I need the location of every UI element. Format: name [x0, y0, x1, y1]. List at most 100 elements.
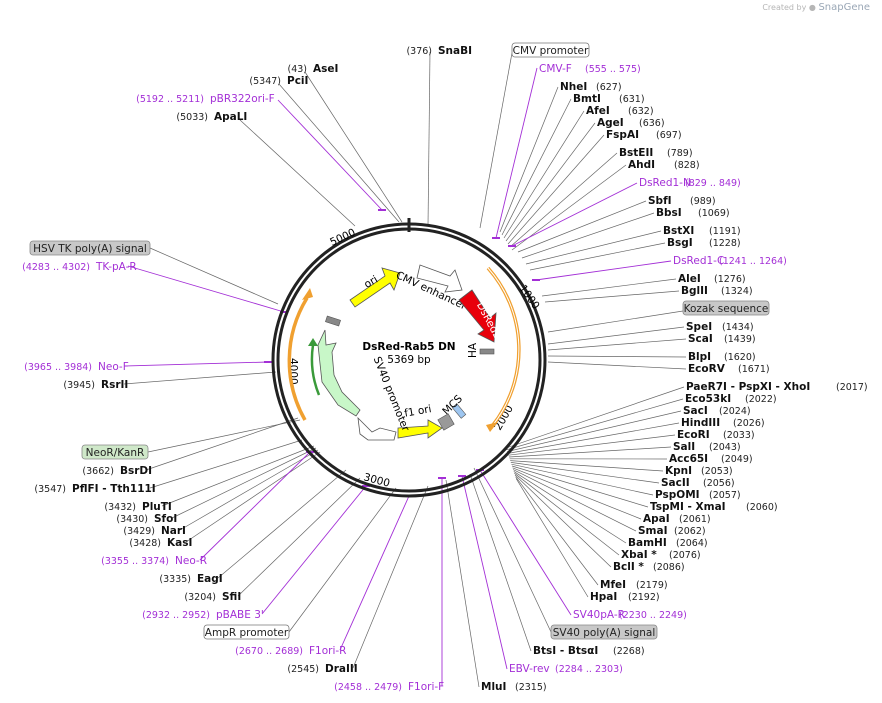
feature-box-leader	[149, 247, 279, 305]
primer-name: pBABE 3'	[216, 609, 264, 621]
enzyme-name: FspAI	[606, 129, 639, 141]
feature-box-leader	[147, 419, 301, 453]
enzyme-name: BmtI	[573, 93, 601, 105]
enzyme-position: (1620)	[724, 352, 756, 363]
dsred-orf-arrowhead	[486, 422, 498, 432]
enzyme-leader	[512, 467, 642, 520]
ori-feature	[349, 267, 401, 308]
enzyme-name: PaeR7I - PspXI - XhoI	[686, 381, 810, 393]
feature-box-leader	[473, 467, 552, 633]
enzyme-name: BstEII	[619, 147, 653, 159]
enzyme-position: (1439)	[724, 334, 756, 345]
enzyme-leader	[237, 477, 361, 597]
primer-name: pBR322ori-F	[210, 93, 275, 105]
enzyme-leader	[278, 83, 400, 223]
enzyme-ecorv: EcoRV(1671)	[688, 363, 770, 375]
sv40-promoter-feature	[317, 329, 361, 417]
enzyme-position: (2043)	[709, 442, 741, 453]
enzyme-position: (1276)	[714, 274, 746, 285]
enzyme-position: (1324)	[721, 286, 753, 297]
enzyme-leader	[547, 355, 687, 358]
enzyme-leader	[507, 422, 680, 454]
enzyme-name: BclI *	[613, 561, 644, 573]
enzyme-mfei: MfeI(2179)	[600, 579, 668, 591]
primer-leader	[479, 469, 572, 616]
enzyme-position: (2179)	[636, 580, 668, 591]
enzyme-pflfi: (3547)PflFI - Tth111I	[34, 483, 155, 495]
enzyme-position: (3429)	[123, 526, 155, 537]
enzyme-position: (2056)	[703, 478, 735, 489]
enzyme-position: (2545)	[287, 664, 319, 675]
enzyme-bamhi: BamHI(2064)	[628, 537, 708, 549]
enzyme-name: Eco53kI	[685, 393, 731, 405]
primer-range: (555 .. 575)	[585, 64, 641, 75]
primer-ebvrev: EBV-rev(2284 .. 2303)	[509, 663, 623, 675]
enzyme-btsi: BtsI - BtsαI(2268)	[533, 645, 645, 657]
enzyme-bmti: BmtI(631)	[573, 93, 645, 105]
enzyme-paer7i: PaeR7I - PspXI - XhoI(2017)	[686, 381, 868, 393]
enzyme-name: ApaLI	[214, 111, 247, 123]
enzyme-pcii: (5347) PciI	[249, 75, 308, 87]
primer-f1orif: (2458 .. 2479)F1ori-F	[334, 681, 444, 693]
enzyme-leader	[513, 469, 637, 532]
enzyme-leader	[509, 152, 618, 248]
enzyme-position: (3428)	[129, 538, 161, 549]
credit-brand: SnapGene	[818, 2, 870, 13]
primer-leader	[461, 475, 508, 670]
feature-box-leader	[547, 310, 684, 333]
enzyme-leader	[544, 290, 680, 303]
enzyme-name: PflFI - Tth111I	[72, 483, 156, 495]
enzyme-name: BbsI	[656, 207, 682, 219]
ha-tag-feature	[479, 348, 495, 355]
enzyme-position: (1228)	[709, 238, 741, 249]
enzyme-name: PciI	[287, 75, 308, 87]
primer-leader	[495, 67, 538, 239]
feature-box-leader	[479, 52, 513, 229]
primer-f1orir: (2670 .. 2689)F1ori-R	[235, 645, 346, 657]
enzyme-bsteii: BstEII(789)	[619, 147, 693, 159]
primer-range: (829 .. 849)	[685, 178, 741, 189]
feature-box-hsv_tk: HSV TK poly(A) signal	[29, 240, 151, 256]
enzyme-position: (2076)	[669, 550, 701, 561]
enzyme-position: (5347)	[249, 76, 281, 87]
feature-box-label: AmpR promoter	[205, 627, 289, 639]
enzyme-name: SnaBI	[438, 45, 472, 57]
enzyme-spei: SpeI(1434)	[686, 321, 754, 333]
primer-range: (4283 .. 4302)	[22, 262, 90, 273]
enzyme-hindiii: HindIII(2026)	[681, 417, 765, 429]
enzyme-bstxi: BstXI(1191)	[663, 225, 741, 237]
enzyme-position: (3945)	[63, 380, 95, 391]
enzyme-name: SmaI	[638, 525, 668, 537]
enzyme-kasi: (3428)KasI	[129, 537, 192, 549]
enzyme-name: HindIII	[681, 417, 720, 429]
enzyme-position: (1069)	[698, 208, 730, 219]
enzyme-position: (636)	[639, 118, 665, 129]
scale-tick-label: 1000	[517, 283, 542, 312]
primer-leader-lines	[123, 67, 672, 686]
feature-box-bg	[29, 240, 151, 256]
enzyme-snabi: (376)SnaBI	[406, 45, 472, 57]
enzyme-rsrii: (3945) RsrII	[63, 379, 128, 391]
primer-leader	[199, 451, 311, 561]
enzyme-acc65i: Acc65I(2049)	[669, 453, 753, 465]
enzyme-name: RsrII	[101, 379, 128, 391]
enzyme-leader	[145, 417, 299, 471]
hsv-tk-feature	[325, 315, 341, 327]
feature-box-bg	[203, 624, 290, 640]
enzyme-leader	[507, 134, 605, 245]
feature-box-ampr: AmpR promoter	[203, 624, 290, 640]
primer-neof: (3965 .. 3984)Neo-F	[24, 361, 129, 373]
enzyme-name: AgeI	[597, 117, 624, 129]
enzyme-position: (2053)	[701, 466, 733, 477]
primer-range: (5192 .. 5211)	[136, 94, 204, 105]
dsred-orf-arc-inner	[487, 267, 520, 426]
enzyme-leader	[511, 164, 627, 251]
primer-range: (3965 .. 3984)	[24, 362, 92, 373]
enzyme-position: (5033)	[176, 112, 208, 123]
primer-name: DsRed1-C	[673, 255, 724, 267]
enzyme-name: AfeI	[586, 105, 610, 117]
enzyme-agei: AgeI (636)	[597, 117, 665, 129]
